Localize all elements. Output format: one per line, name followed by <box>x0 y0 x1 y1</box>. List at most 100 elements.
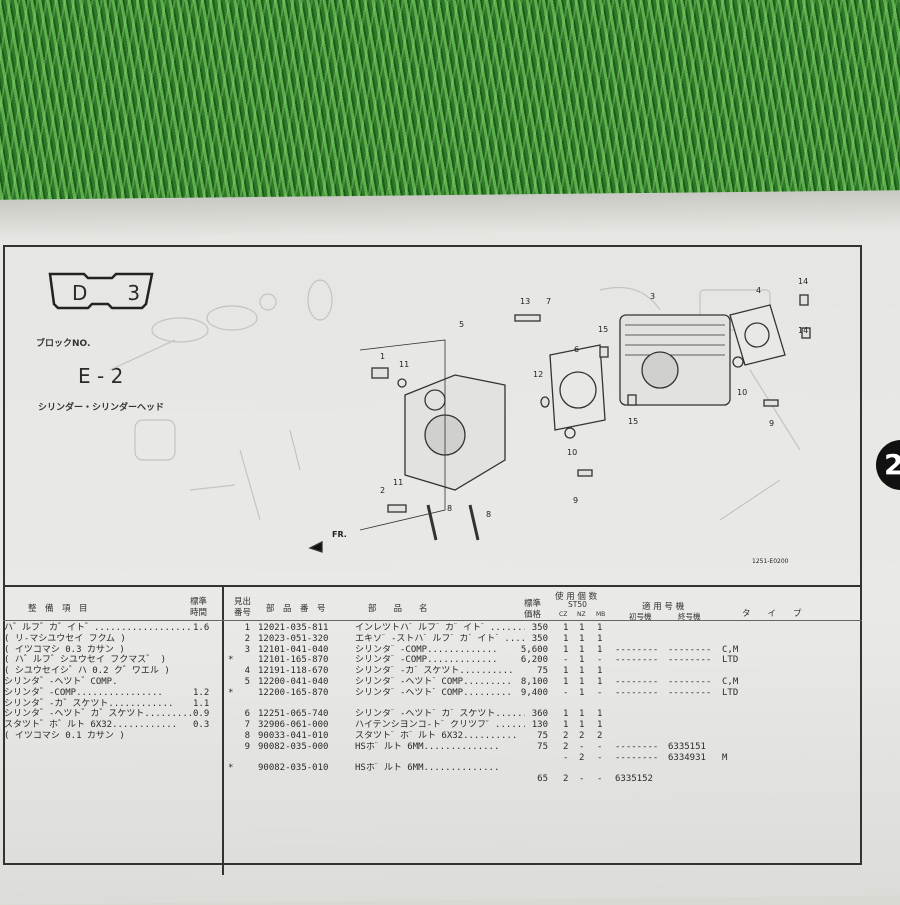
part-number: 12191-118-670 <box>258 666 329 677</box>
part-number: 90033-041-010 <box>258 731 329 741</box>
bolt <box>514 314 541 322</box>
qty-mb: 1 <box>597 709 603 720</box>
header-part-no: 部 品 番 号 <box>266 604 326 614</box>
callout-number: 14 <box>798 326 809 335</box>
type: C,M <box>722 677 739 687</box>
qty-cz: - <box>563 655 569 666</box>
first-serial: -------- <box>615 677 659 687</box>
qty-mb: 1 <box>597 666 603 677</box>
callout-number: 8 <box>447 504 453 513</box>
qty-cz: 1 <box>563 666 569 677</box>
qty-nz: 1 <box>579 644 585 655</box>
price: 8,100 <box>520 677 548 687</box>
qty-cz: 1 <box>563 623 569 633</box>
new-part-mark: * <box>228 655 234 666</box>
qty-cz: 1 <box>563 720 569 731</box>
part-name: スタツト゛ホ゛ルト 6X32.......... <box>355 731 518 741</box>
qty-mb: - <box>597 655 603 666</box>
part-number: 12200-165-870 <box>258 687 329 698</box>
callout-number: 10 <box>567 448 578 457</box>
qty-nz: 1 <box>579 633 585 644</box>
qty-cz: 2 <box>563 731 569 741</box>
callout-number: 8 <box>486 510 492 519</box>
part-name: シリンタ゛-COMP............. <box>355 655 498 666</box>
part-name: シリンタ゛-ヘツト゛COMP......... <box>355 687 512 698</box>
qty-nz: - <box>579 774 585 785</box>
header-std-price: 価格 <box>524 610 542 620</box>
price: 5,600 <box>520 644 548 655</box>
first-serial: -------- <box>615 752 659 763</box>
last-serial: -------- <box>668 687 712 698</box>
qty-mb: - <box>597 687 603 698</box>
ref-number: 4 <box>244 666 250 677</box>
first-serial: -------- <box>615 655 659 666</box>
maintenance-item: ( リ-マシユウセイ フクム ) <box>4 633 126 644</box>
price: 65 <box>537 774 548 785</box>
part-number: 12200-041-040 <box>258 677 329 687</box>
qty-cz: 1 <box>563 644 569 655</box>
cylinder-gasket <box>729 304 786 366</box>
ref-number: 9 <box>244 741 250 752</box>
part-name: ハイテンシヨンコ-ト゛クリツフ゜...... <box>355 720 525 731</box>
part-name: HSホ゛ルト 6MM.............. <box>355 763 500 774</box>
qty-mb: 1 <box>597 644 603 655</box>
qty-cz: 1 <box>563 709 569 720</box>
part-name: インレツトハ゛ルフ゛カ゛イト゛....... <box>355 623 525 633</box>
dowel <box>371 367 389 379</box>
qty-mb: - <box>597 752 603 763</box>
qty-mb: - <box>597 774 603 785</box>
maintenance-item: シリンタ゛-COMP................ <box>4 687 163 698</box>
part-number: 12021-035-811 <box>258 623 329 633</box>
part-number: 32906-061-000 <box>258 720 329 731</box>
last-serial: 6334931 <box>668 752 706 763</box>
block-title: シリンダー・シリンダーヘッド <box>38 403 165 413</box>
callout-number: 11 <box>393 478 404 487</box>
callout-number: 12 <box>533 370 544 379</box>
header-ref-no: 番号 <box>234 608 252 618</box>
last-serial: -------- <box>668 677 712 687</box>
qty-cz: 2 <box>563 741 569 752</box>
front-direction-label: FR. <box>332 530 347 539</box>
part-number: 12101-165-870 <box>258 655 329 666</box>
header-part-name: 部 品 名 <box>368 604 428 614</box>
qty-nz: 2 <box>579 731 585 741</box>
maintenance-item: スタツト゛ホ゛ルト 6X32............ <box>4 720 178 731</box>
ref-number: 2 <box>244 633 250 644</box>
qty-cz: - <box>563 687 569 698</box>
price: 75 <box>537 666 548 677</box>
qty-nz: 1 <box>579 720 585 731</box>
maintenance-item: ( イツコマシ 0.1 カサン ) <box>4 731 125 741</box>
type: M <box>722 752 728 763</box>
divider <box>3 585 862 587</box>
divider <box>3 620 862 621</box>
header-nz: NZ <box>577 611 586 618</box>
last-serial: 6335151 <box>668 741 706 752</box>
header-std-time: 標準 <box>190 597 208 607</box>
part-name: エキソ゛-ストハ゛ルフ゛カ゛イト゛..... <box>355 633 525 644</box>
header-cz: CZ <box>559 611 568 618</box>
callout-number: 6 <box>574 345 580 354</box>
bolt <box>387 504 407 513</box>
callout-number: 9 <box>573 496 579 505</box>
header-std-price: 標準 <box>524 599 542 609</box>
ref-number: 3 <box>244 644 250 655</box>
callout-number: 5 <box>459 320 465 329</box>
qty-nz: 1 <box>579 655 585 666</box>
header-last-serial: 終号機 <box>678 612 701 621</box>
part-name: シリンタ゛-ヘツト゛カ゛スケツト....... <box>355 709 525 720</box>
qty-nz: - <box>579 741 585 752</box>
first-serial: -------- <box>615 687 659 698</box>
callout-number: 9 <box>769 419 775 428</box>
qty-mb: 2 <box>597 731 603 741</box>
qty-nz: 1 <box>579 677 585 687</box>
block-label: ブロックNO. <box>36 339 91 349</box>
qty-cz: 2 <box>563 774 569 785</box>
qty-mb: 1 <box>597 633 603 644</box>
std-time: 1.1 <box>193 698 210 709</box>
part-number: 90082-035-010 <box>258 763 329 774</box>
qty-nz: 1 <box>579 687 585 698</box>
callout-number: 15 <box>628 417 639 426</box>
part-name: シリンタ゛-COMP............. <box>355 644 498 655</box>
header-mb: MB <box>596 611 606 618</box>
header-std-time: 時間 <box>190 608 208 618</box>
